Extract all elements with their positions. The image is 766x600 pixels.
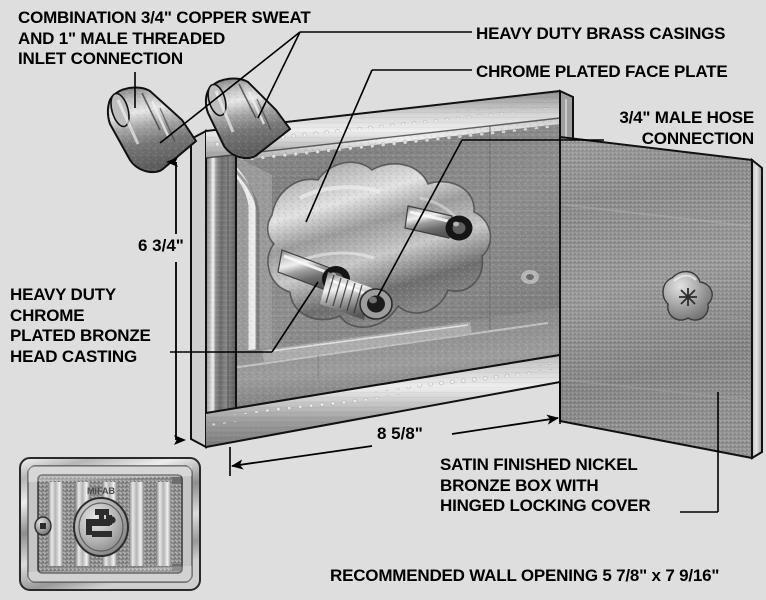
inset-lock-outline bbox=[34, 516, 52, 536]
inlet-stub-lower-ring-2 bbox=[150, 100, 170, 137]
face-plate-edge-band bbox=[191, 131, 206, 447]
callout-face-plate: CHROME PLATED FACE PLATE bbox=[476, 62, 728, 81]
door-thickness-outline bbox=[751, 157, 763, 460]
door-lock-latch[interactable] bbox=[662, 271, 713, 321]
hose-outlet-threads bbox=[325, 274, 363, 314]
inlet-stub-lower-ring-1 bbox=[141, 92, 161, 131]
face-plate-grain bbox=[206, 131, 236, 447]
inset-bezel-outline bbox=[27, 465, 193, 583]
medallion-inner-ring bbox=[78, 502, 124, 552]
inlet-stub-lower-texture bbox=[107, 87, 196, 173]
inset-lock-keyway bbox=[40, 523, 46, 529]
dimension-label-width: 8 5/8" bbox=[377, 424, 423, 443]
dimension-width bbox=[229, 382, 561, 476]
door-panel-detail bbox=[560, 137, 752, 458]
callout-wall-opening: RECOMMENDED WALL OPENING 5 7/8" x 7 9/16… bbox=[330, 566, 720, 585]
leader-headcast-diagonal bbox=[271, 281, 319, 353]
door-panel-grain bbox=[560, 137, 752, 458]
inset-notch-top-right bbox=[172, 477, 181, 484]
faucet-icon bbox=[86, 509, 116, 537]
dimension-width-arrow-right bbox=[451, 414, 559, 435]
inlet-stub-upper-outline bbox=[204, 77, 292, 160]
inset-bottom-sheen bbox=[28, 566, 192, 582]
leader-faceplate-diagonal bbox=[305, 69, 373, 223]
inlet-stub-upper-ring-2 bbox=[247, 91, 266, 125]
inlet-stub-lower bbox=[106, 86, 198, 174]
inset-notch-bottom-right bbox=[172, 564, 181, 571]
inlet-stub-lower-highlight bbox=[116, 99, 140, 145]
inlet-stub-upper-ring-1 bbox=[238, 83, 257, 119]
callout-satin-box: SATIN FINISHED NICKEL BRONZE BOX WITH HI… bbox=[440, 455, 651, 515]
valve-stem-right-outline bbox=[404, 205, 453, 239]
inlet-stub-upper bbox=[204, 77, 292, 160]
inset-outer-frame-outline bbox=[19, 457, 201, 591]
head-casting-outline bbox=[266, 161, 492, 328]
dimension-label-height: 6 3/4" bbox=[138, 236, 184, 255]
louver-slot-1 bbox=[48, 482, 63, 566]
valve-stem-right-glint bbox=[453, 221, 459, 227]
box-rim-bottom-edge bbox=[205, 354, 561, 414]
hose-outlet-barrel bbox=[320, 272, 372, 320]
hinged-locking-cover[interactable] bbox=[559, 135, 763, 460]
callout-head-casting: HEAVY DUTY CHROME PLATED BRONZE HEAD CAS… bbox=[10, 285, 151, 366]
chrome-plated-face-plate bbox=[190, 129, 237, 449]
door-thickness-edge bbox=[752, 160, 762, 458]
inlet-stub-upper-highlight bbox=[214, 90, 235, 133]
medallion-ring bbox=[73, 497, 129, 557]
copper-sweat-inlet-connections bbox=[106, 77, 292, 174]
valve-stem-right bbox=[404, 205, 473, 241]
inlet-stub-lower-ring-3 bbox=[159, 107, 176, 143]
box-rim-bottom-beads bbox=[211, 362, 555, 426]
leader-brass-branch-upper bbox=[257, 31, 301, 119]
wall-hydrant-box-assembly bbox=[190, 89, 763, 460]
dimension-annotations bbox=[166, 157, 561, 476]
box-rim-top-inner-edge bbox=[205, 117, 561, 159]
callout-combination-inlet: COMBINATION 3/4" COPPER SWEAT AND 1" MAL… bbox=[18, 8, 311, 68]
callout-brass-casings: HEAVY DUTY BRASS CASINGS bbox=[476, 24, 726, 43]
louver-slot-5 bbox=[156, 482, 171, 566]
inlet-stub-upper-end-outline bbox=[207, 83, 227, 117]
inlet-stub-upper-ring-3 bbox=[256, 98, 272, 131]
inlet-stub-upper-texture bbox=[205, 78, 290, 159]
callout-leader-lines bbox=[134, 31, 719, 513]
inset-brand-text: MIFAB bbox=[87, 486, 115, 496]
hose-outlet-bore-glint bbox=[369, 296, 377, 304]
leader-brass-branch-lower bbox=[159, 31, 301, 144]
medallion-disc bbox=[74, 498, 128, 556]
inset-top-sheen bbox=[28, 466, 192, 482]
face-plate-detail bbox=[206, 131, 236, 447]
callout-male-hose: 3/4" MALE HOSE CONNECTION bbox=[619, 108, 754, 148]
box-rim-bottom-outer-edge bbox=[205, 381, 561, 448]
box-interior bbox=[205, 99, 561, 415]
door-brush-2 bbox=[565, 299, 749, 321]
lock-cam-highlight bbox=[673, 274, 697, 282]
bronze-head-casting-assembly bbox=[266, 161, 492, 328]
hose-outlet-flange-outline bbox=[359, 288, 393, 320]
inset-lock-cylinder bbox=[34, 516, 52, 536]
door-brush-1 bbox=[565, 204, 749, 227]
inset-cover-plate-photo: MIFAB bbox=[19, 457, 201, 591]
box-outer-shell bbox=[205, 89, 574, 448]
inlet-stub-lower-end-outline bbox=[110, 92, 130, 128]
lock-keyway-icon bbox=[679, 288, 697, 306]
valve-stem-right-highlight bbox=[409, 210, 449, 223]
dimension-width-arrow-left bbox=[231, 445, 373, 470]
louver-slot-4 bbox=[129, 482, 144, 566]
inset-logo-medallion bbox=[73, 497, 129, 557]
valve-stem-left-highlight bbox=[283, 254, 327, 274]
casting-highlight-1 bbox=[299, 185, 381, 200]
lock-cam-outline bbox=[662, 271, 713, 321]
male-hose-outlet bbox=[320, 272, 393, 320]
leader-hose-diagonal bbox=[377, 139, 463, 297]
